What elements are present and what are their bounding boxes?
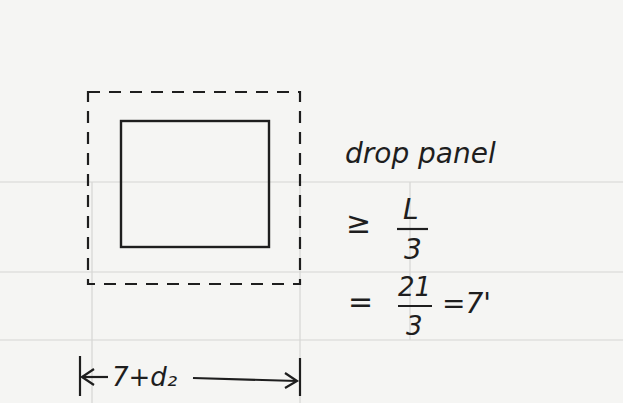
fraction-denominator: 3	[406, 313, 423, 339]
fraction-denominator: 3	[404, 236, 422, 264]
note-text: drop panel	[345, 140, 496, 168]
column-outline	[121, 121, 269, 247]
math-symbol: =	[348, 287, 373, 317]
math-symbol: ≥	[346, 208, 371, 238]
fraction-numerator: 21	[398, 274, 431, 300]
dimension-line	[80, 356, 300, 396]
result-value: =7'	[442, 290, 491, 318]
drop-panel-outline	[88, 92, 300, 284]
dimension-label: 7+d₂	[112, 364, 177, 390]
fraction-numerator: L	[403, 196, 419, 224]
fraction-bar	[397, 229, 432, 306]
bleed-lines	[0, 182, 623, 403]
